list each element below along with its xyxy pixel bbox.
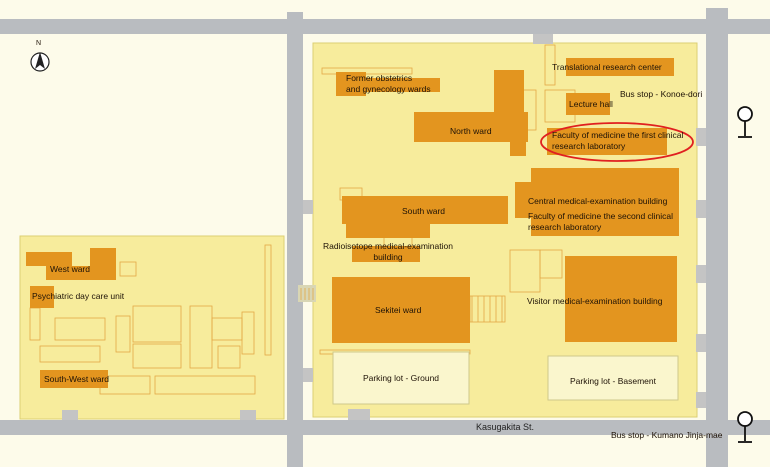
label-first-lab: Faculty of medicine the first clinical r… <box>552 130 684 151</box>
building-first-lab <box>547 128 667 155</box>
parking-basement <box>547 355 679 401</box>
building-lecture-hall <box>566 93 610 115</box>
label-south-west: South-West ward <box>44 374 110 384</box>
building-visitor-exam <box>565 256 677 342</box>
road-north <box>0 19 770 34</box>
walkways <box>300 288 503 322</box>
building-north-ward <box>414 112 528 142</box>
road-spur <box>298 285 316 302</box>
label-sekitei: Sekitei ward <box>375 305 422 315</box>
label-west-ward: West ward <box>50 264 90 274</box>
building-psychiatric <box>30 286 54 308</box>
north-arrow-icon <box>30 52 50 72</box>
label-bus-kumano: Bus stop - Kumano Jinja-mae <box>611 430 723 440</box>
road-kasugakita <box>0 420 770 435</box>
building-central-exam <box>531 168 679 236</box>
label-radioisotope: Radioisotope medical-examination buildin… <box>323 241 453 262</box>
building-sekitei <box>332 277 470 343</box>
building-south-west <box>40 370 108 388</box>
label-south-ward: South ward <box>402 206 445 216</box>
roads <box>0 8 770 467</box>
building-former-obstetrics <box>336 72 366 96</box>
highlight-ellipse <box>540 122 694 162</box>
compass-letter: N <box>36 40 42 47</box>
road-east <box>706 8 728 467</box>
building-south-ward <box>342 196 508 224</box>
parking-ground <box>332 351 470 405</box>
building-west-ward <box>26 252 72 266</box>
label-parking-ground: Parking lot - Ground <box>362 373 440 383</box>
road-central <box>287 12 303 467</box>
gate-notches <box>62 34 706 420</box>
label-psychiatric: Psychiatric day care unit <box>32 291 125 301</box>
buildings <box>26 58 679 388</box>
building-radioisotope <box>352 246 420 262</box>
bus-stop-icon-kumano <box>737 411 753 443</box>
label-bus-konoe: Bus stop - Konoe-dori <box>620 89 703 99</box>
label-former-obstetrics: Former obstetrics and gynecology wards <box>346 73 431 94</box>
label-parking-basement: Parking lot - Basement <box>570 376 656 386</box>
label-visitor-exam: Visitor medical-examination building <box>527 296 663 306</box>
label-lecture-hall: Lecture hall <box>569 99 613 109</box>
label-kasugakita: Kasugakita St. <box>476 422 535 432</box>
building-translational <box>566 58 674 76</box>
label-north-ward: North ward <box>450 126 492 136</box>
label-translational: Translational research center <box>552 62 662 72</box>
label-central-exam: Central medical-examination building <box>528 196 668 206</box>
bus-stop-icon-konoe <box>737 106 753 138</box>
label-second-lab: Faculty of medicine the second clinical … <box>528 211 674 232</box>
